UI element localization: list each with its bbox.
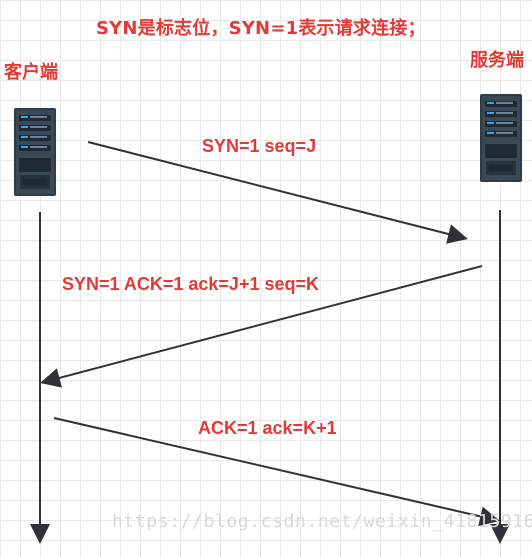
syn-arrow	[87, 141, 468, 244]
syn-ack-arrow	[40, 265, 483, 388]
syn-message-label: SYN=1 seq=J	[202, 136, 317, 156]
watermark-text: https://blog.csdn.net/weixin_41815916	[112, 511, 532, 532]
syn-ack-message-label: SYN=1 ACK=1 ack=J+1 seq=K	[62, 274, 319, 294]
client-label: 客户端	[4, 62, 58, 83]
client-server-icon	[14, 108, 56, 196]
server-label: 服务端	[470, 50, 524, 71]
server-server-icon	[480, 94, 522, 182]
ack-message-label: ACK=1 ack=K+1	[198, 418, 337, 438]
ack-arrow	[53, 417, 500, 527]
diagram-title: SYN是标志位，SYN=1表示请求连接；	[96, 18, 426, 39]
